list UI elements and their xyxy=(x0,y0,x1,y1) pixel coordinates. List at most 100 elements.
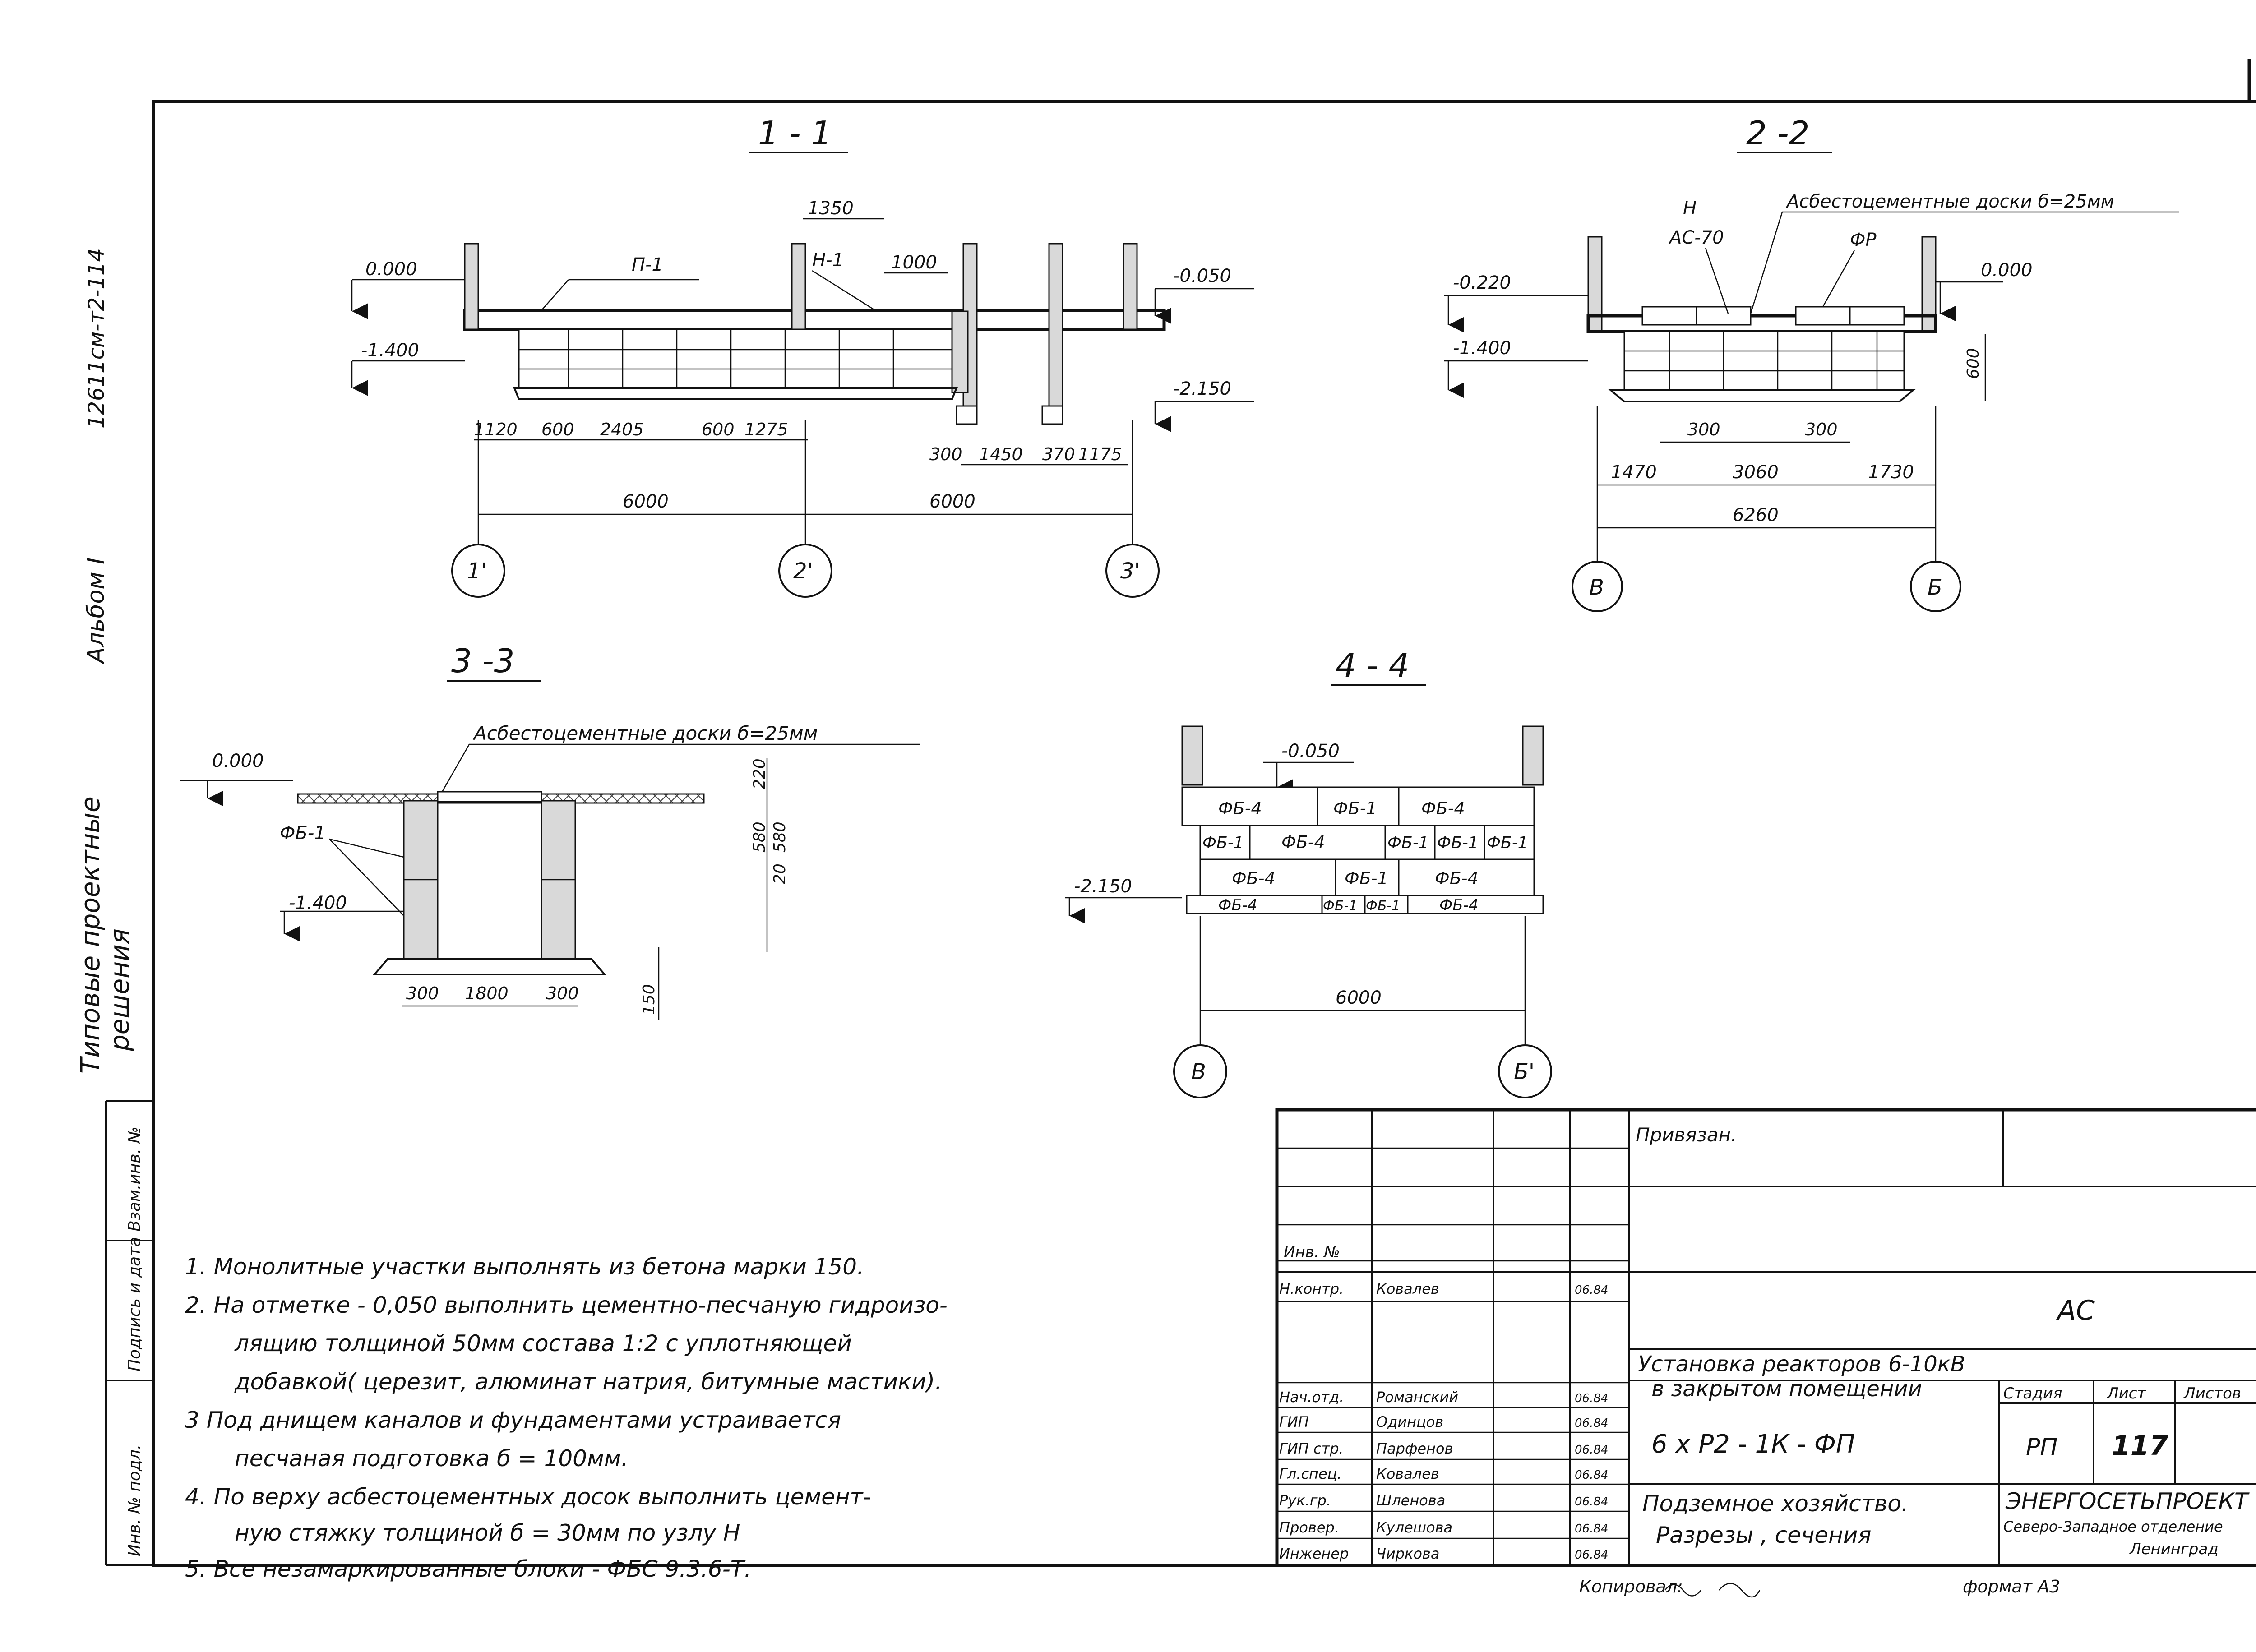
s33-boards xyxy=(437,791,542,803)
s22-level-0220: -0.220 xyxy=(1453,272,1511,293)
s22-label-fr: ФР xyxy=(1850,230,1877,250)
s44-axis-2: Б' xyxy=(1514,1059,1535,1084)
s44-r2-b2: ФБ-4 xyxy=(1281,832,1325,852)
s44-r3-b1: ФБ-4 xyxy=(1232,868,1276,888)
s11-dim-600a: 600 xyxy=(541,420,574,439)
tb-name-8: Чиркова xyxy=(1376,1545,1439,1562)
s22-top-block-2 xyxy=(1696,306,1752,326)
s44-r1-b1: ФБ-4 xyxy=(1218,798,1262,818)
note-2-cont-1: лящию толщиной 50мм состава 1:2 с уплотн… xyxy=(234,1330,852,1357)
s33-dim-300a: 300 xyxy=(406,983,439,1003)
s11-axis-bubble-3 xyxy=(1105,544,1160,598)
s33-fb-leader-2 xyxy=(329,839,404,916)
s11-span-2: 6000 xyxy=(929,491,975,512)
s44-r3-b3: ФБ-4 xyxy=(1435,868,1479,888)
s11-axis-3: 3' xyxy=(1120,558,1140,584)
copier-signature xyxy=(1664,1583,1761,1598)
s11-n1-leader xyxy=(812,270,876,311)
tb-name-7: Кулешова xyxy=(1376,1519,1452,1536)
s22-level-0000: 0.000 xyxy=(1981,260,2033,281)
s44-level-0050: -0.050 xyxy=(1281,741,1340,761)
s22-fr-leader xyxy=(1822,250,1855,307)
s11-footing-block-1 xyxy=(956,405,978,425)
s44-span: 6000 xyxy=(1336,988,1382,1008)
s44-r2-b3: ФБ-1 xyxy=(1387,834,1429,852)
s11-level-2150: -2.150 xyxy=(1173,378,1231,399)
s22-block-wall xyxy=(1623,331,1905,391)
tb-name-5: Ковалев xyxy=(1376,1465,1439,1482)
s44-wall-left xyxy=(1181,725,1203,786)
s11-dim-1275: 1275 xyxy=(744,420,788,439)
s33-footing xyxy=(372,958,607,975)
s22-top-block-1 xyxy=(1641,306,1697,326)
note-4-cont: ную стяжку толщиной б = 30мм по узлу Н xyxy=(235,1520,740,1546)
s44-r1-b3: ФБ-4 xyxy=(1421,798,1465,818)
s11-level-0050: -0.050 xyxy=(1173,266,1231,286)
tb-drawing-2: Разрезы , сечения xyxy=(1656,1522,1871,1548)
s33-dim-1800: 1800 xyxy=(465,983,509,1003)
side-stamp-replace: Взам.инв. № xyxy=(125,1126,144,1232)
s44-wall-right xyxy=(1522,725,1544,786)
note-2: 2. На отметке - 0,050 выполнить цементно… xyxy=(185,1292,948,1318)
s44-r2-b5: ФБ-1 xyxy=(1487,834,1528,852)
tb-sheet-header: Лист xyxy=(2106,1384,2146,1403)
section-4-4: 4 - 4 -0.050 ФБ-4 ФБ-1 ФБ-4 ФБ-1 ФБ-4 ФБ… xyxy=(1065,646,1552,1098)
title-block: Привязан. Инв. № Н.контр. Ковалев 06.84 … xyxy=(1275,1108,2256,1567)
s11-dim-1450: 1450 xyxy=(979,444,1023,464)
s44-r4-b4: ФБ-4 xyxy=(1439,896,1479,914)
s11-label-p1: П-1 xyxy=(632,254,663,275)
s11-span-1: 6000 xyxy=(623,491,669,512)
tb-role-7: Провер. xyxy=(1279,1519,1339,1536)
s11-axis-bubble-1 xyxy=(451,544,505,598)
s44-axis-bubble-2 xyxy=(1498,1044,1552,1098)
tb-name-1: Ковалев xyxy=(1376,1280,1439,1297)
s22-level-1400: -1.400 xyxy=(1453,338,1511,359)
s22-label-ac: АС-70 xyxy=(1668,227,1724,248)
note-2-cont-2: добавкой( церезит, алюминат натрия, биту… xyxy=(234,1369,942,1395)
s44-r3-b2: ФБ-1 xyxy=(1345,868,1388,888)
s44-r2-b1: ФБ-1 xyxy=(1202,834,1244,852)
s11-block-wall xyxy=(518,310,969,393)
sheet-frame xyxy=(152,100,2256,1567)
s11-wall-4 xyxy=(1048,243,1063,411)
s33-label-boards: Асбестоцементные доски б=25мм xyxy=(472,722,818,744)
tb-stage: РП xyxy=(2026,1434,2057,1461)
tb-name-2: Романский xyxy=(1376,1389,1458,1406)
s11-axis-bubble-2 xyxy=(778,544,832,598)
tb-date-3: 06.84 xyxy=(1575,1417,1608,1430)
s44-r2-b4: ФБ-1 xyxy=(1437,834,1479,852)
side-stamp-inv: Инв. № подл. xyxy=(125,1444,144,1556)
s11-level-0000: 0.000 xyxy=(365,259,417,280)
s44-r1-b2: ФБ-1 xyxy=(1333,798,1377,818)
section-3-3-title: 3 -3 xyxy=(451,642,514,680)
s22-dim-300b: 300 xyxy=(1805,420,1838,439)
tb-date-5: 06.84 xyxy=(1575,1468,1608,1482)
s11-dim-370: 370 xyxy=(1042,444,1075,464)
tb-org-2: Северо-Западное отделение xyxy=(2003,1518,2223,1535)
tb-date-4: 06.84 xyxy=(1575,1443,1608,1457)
s22-axis-bubble-2 xyxy=(1910,561,1961,612)
s22-span: 6260 xyxy=(1733,505,1779,526)
s22-dim-1470: 1470 xyxy=(1611,462,1657,483)
note-5: 5. Все незамаркированные блоки - ФБС 9.3… xyxy=(185,1556,751,1582)
section-4-4-title: 4 - 4 xyxy=(1336,646,1409,684)
s11-axis-1: 1' xyxy=(467,558,487,584)
s33-fb-leader-1 xyxy=(329,838,404,858)
tb-drawing: Подземное хозяйство. xyxy=(1642,1490,1909,1517)
s44-block-row-3 xyxy=(1199,858,1535,896)
tb-code: 6 х Р2 - 1К - ФП xyxy=(1651,1430,1855,1459)
tb-role-5: Гл.спец. xyxy=(1279,1465,1342,1482)
side-series-1: Типовые проектные xyxy=(75,796,106,1074)
tb-role-1: Н.контр. xyxy=(1279,1280,1344,1297)
s22-label-boards: Асбестоцементные доски б=25мм xyxy=(1785,191,2114,212)
tb-name-6: Шленова xyxy=(1376,1492,1445,1509)
s22-dim-3060: 3060 xyxy=(1733,462,1779,483)
tb-mark: АС xyxy=(2056,1295,2095,1326)
tb-date-8: 06.84 xyxy=(1575,1548,1608,1562)
tb-project-2: в закрытом помещении xyxy=(1651,1376,1922,1402)
s33-label-fb: ФБ-1 xyxy=(280,823,326,844)
tb-date-1: 06.84 xyxy=(1575,1283,1608,1297)
side-stamp-sign: Подпись и дата xyxy=(125,1237,144,1371)
s33-vert-580a: 580 xyxy=(750,821,769,853)
